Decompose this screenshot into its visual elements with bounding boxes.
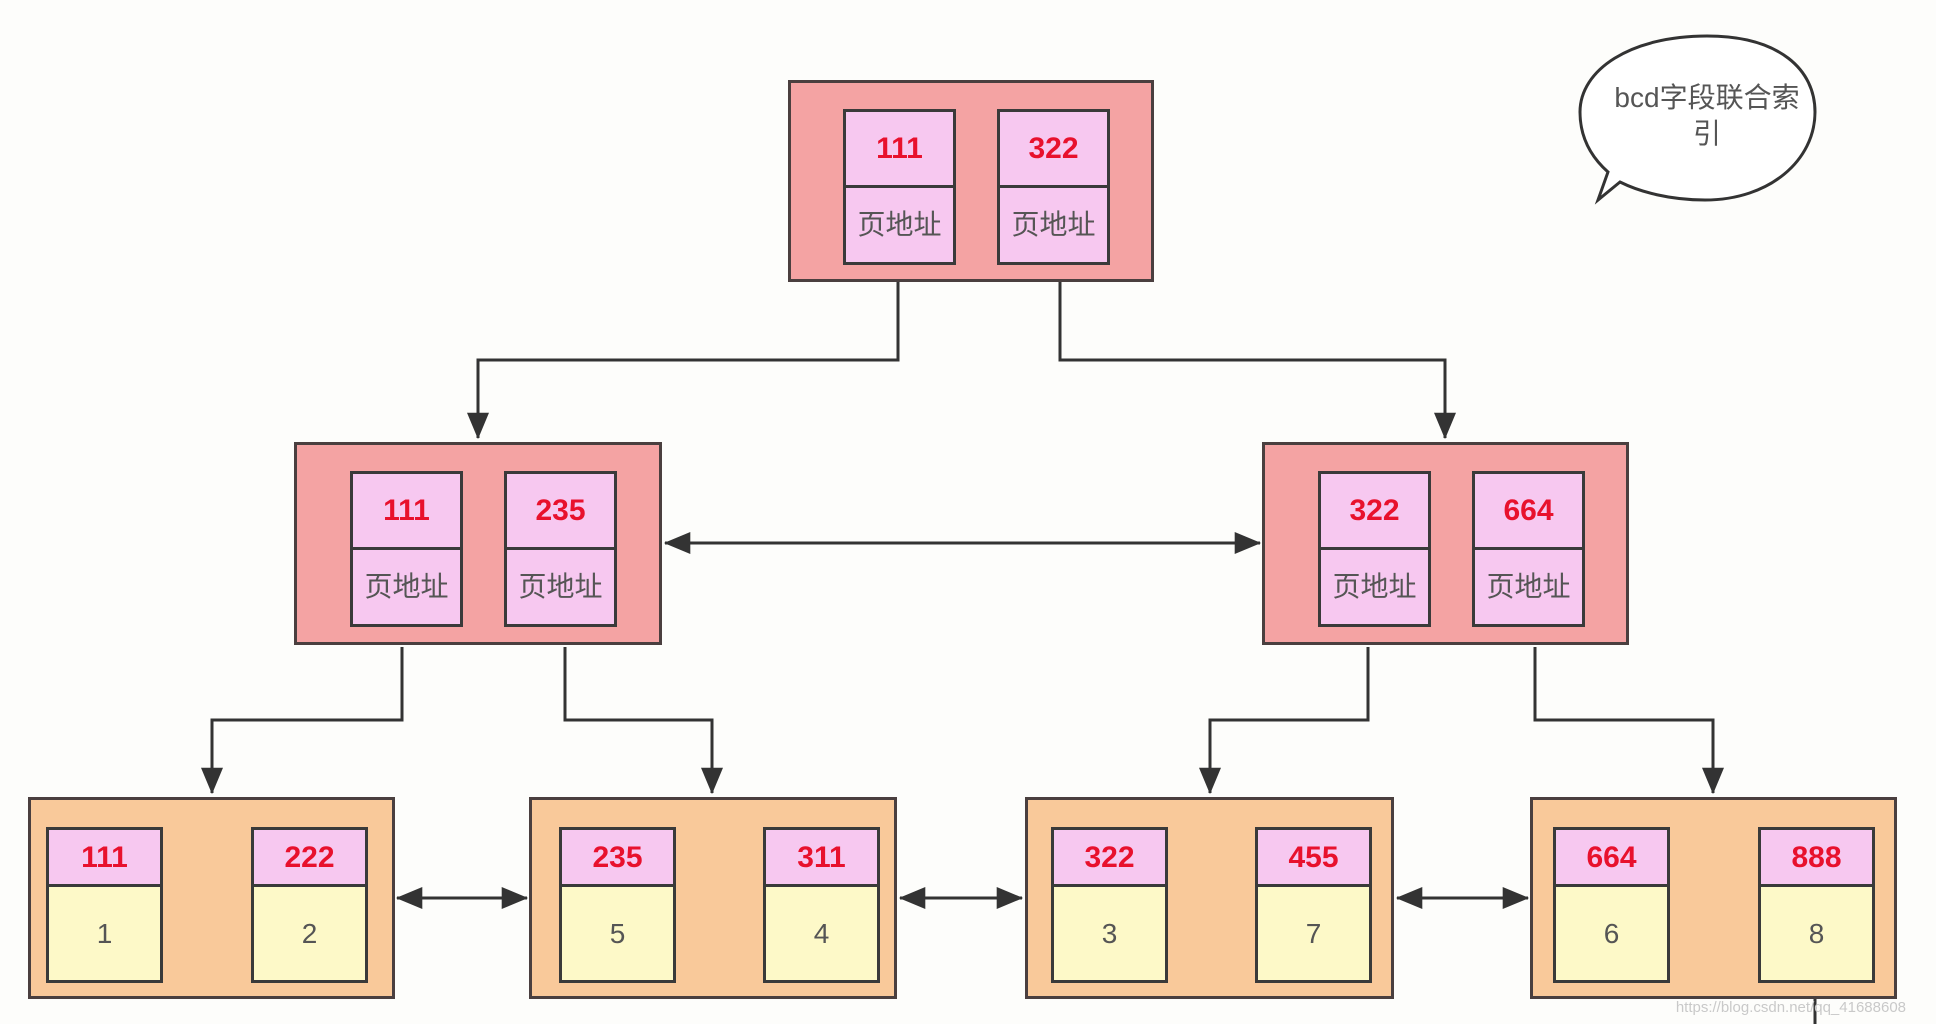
key-label: 111 [846, 112, 953, 188]
leaf-entry: 111 1 [46, 827, 163, 983]
leaf-entry: 311 4 [763, 827, 880, 983]
internal-right-entry-1: 322 页地址 [1318, 471, 1431, 627]
value-label: 3 [1054, 887, 1165, 980]
leaf-entry: 222 2 [251, 827, 368, 983]
key-label: 322 [1054, 830, 1165, 887]
leaf-entry: 322 3 [1051, 827, 1168, 983]
root-page: 111 页地址 322 页地址 [788, 80, 1154, 282]
leaf-page-1: 111 1 222 2 [28, 797, 395, 999]
value-label: 5 [562, 887, 673, 980]
key-label: 111 [49, 830, 160, 887]
key-label: 311 [766, 830, 877, 887]
page-address-label: 页地址 [846, 188, 953, 262]
root-entry-1: 111 页地址 [843, 109, 956, 265]
key-label: 455 [1258, 830, 1369, 887]
internal-left-entry-2: 235 页地址 [504, 471, 617, 627]
value-label: 8 [1761, 887, 1872, 980]
watermark: https://blog.csdn.net/qq_41688608 [1675, 999, 1906, 1016]
key-label: 322 [1321, 474, 1428, 550]
leaf-entry: 664 6 [1553, 827, 1670, 983]
page-address-label: 页地址 [507, 550, 614, 624]
page-address-label: 页地址 [1475, 550, 1582, 624]
value-label: 2 [254, 887, 365, 980]
leaf-entry: 235 5 [559, 827, 676, 983]
key-label: 235 [507, 474, 614, 550]
leaf-page-2: 235 5 311 4 [529, 797, 897, 999]
key-label: 322 [1000, 112, 1107, 188]
leaf-page-4: 664 6 888 8 [1530, 797, 1897, 999]
value-label: 6 [1556, 887, 1667, 980]
internal-left-entry-1: 111 页地址 [350, 471, 463, 627]
value-label: 7 [1258, 887, 1369, 980]
internal-left-page: 111 页地址 235 页地址 [294, 442, 662, 645]
key-label: 664 [1475, 474, 1582, 550]
root-entry-2: 322 页地址 [997, 109, 1110, 265]
internal-right-page: 322 页地址 664 页地址 [1262, 442, 1629, 645]
key-label: 222 [254, 830, 365, 887]
key-label: 111 [353, 474, 460, 550]
value-label: 1 [49, 887, 160, 980]
internal-right-entry-2: 664 页地址 [1472, 471, 1585, 627]
pointer-left-to-leaf1 [201, 647, 404, 795]
leaf-entry: 455 7 [1255, 827, 1372, 983]
speech-bubble [1578, 34, 1817, 205]
pointer-root-to-right [1058, 282, 1456, 440]
key-label: 664 [1556, 830, 1667, 887]
pointer-right-to-leaf3 [1199, 647, 1370, 795]
page-address-label: 页地址 [1000, 188, 1107, 262]
key-label: 888 [1761, 830, 1872, 887]
page-address-label: 页地址 [353, 550, 460, 624]
pointer-left-to-leaf2 [563, 647, 723, 795]
key-label: 235 [562, 830, 673, 887]
leaf-page-3: 322 3 455 7 [1025, 797, 1394, 999]
page-address-label: 页地址 [1321, 550, 1428, 624]
value-label: 4 [766, 887, 877, 980]
pointer-right-to-leaf4 [1533, 647, 1724, 795]
pointer-root-to-left [467, 282, 900, 440]
leaf-entry: 888 8 [1758, 827, 1875, 983]
bubble-text: bcd字段联合索引 [1614, 82, 1800, 149]
